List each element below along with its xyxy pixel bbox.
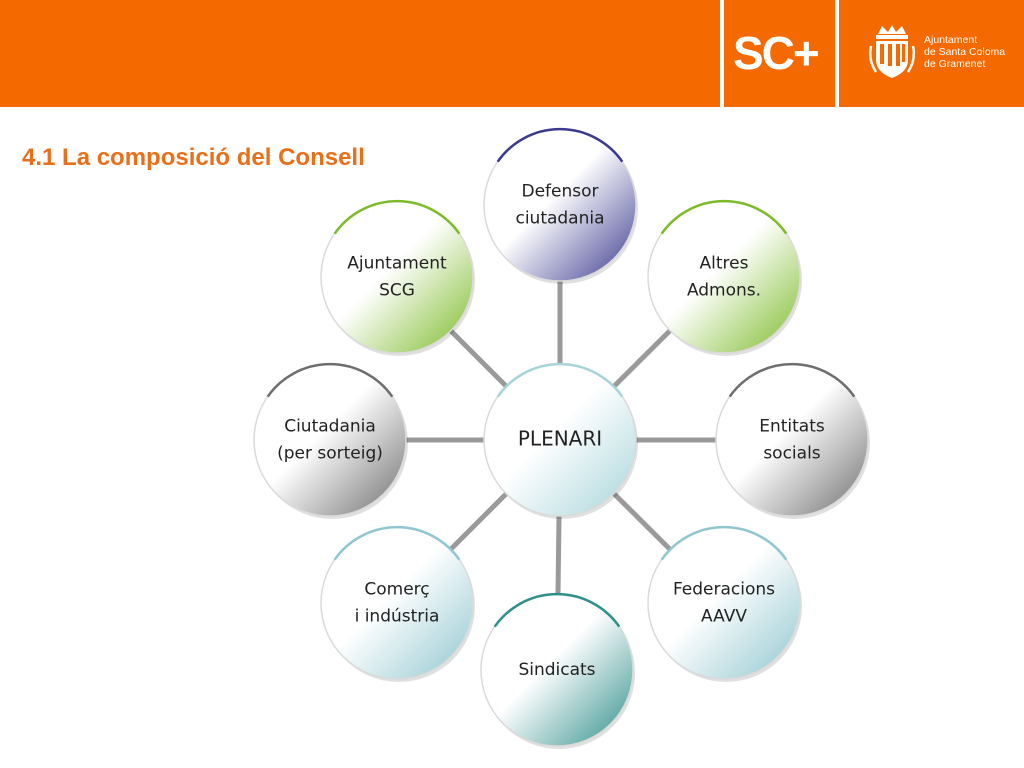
header-separator (835, 0, 839, 107)
node-entitats: Entitats socials (715, 363, 870, 519)
organization-line: Ajuntament (924, 34, 978, 46)
node-sindicats: Sindicats (480, 593, 635, 749)
node-ciutadania: Ciutadania (per sorteig) (253, 363, 408, 519)
coat-of-arms-icon (868, 25, 916, 78)
node-federacions-label: Federacions (673, 580, 775, 600)
node-comerc-label: i indústria (355, 607, 440, 627)
node-altres-label: Admons. (687, 281, 761, 301)
node-plenari: PLENARI (483, 363, 638, 519)
node-defensor-label: ciutadania (515, 209, 604, 229)
node-comerc-label: Comerç (364, 580, 429, 600)
header-separator (720, 0, 724, 107)
node-entitats-label: socials (763, 444, 820, 464)
node-comerc: Comerç i indústria (320, 526, 475, 682)
node-plenari-label: PLENARI (518, 427, 602, 451)
brand-logo: SC+ (733, 27, 820, 79)
node-defensor-label: Defensor (521, 182, 598, 202)
node-entitats-label: Entitats (759, 417, 825, 437)
node-ajuntament-label: Ajuntament (347, 254, 447, 274)
node-ciutadania-label: Ciutadania (284, 417, 376, 437)
page-title: 4.1 La composició del Consell (22, 144, 365, 171)
node-ajuntament-label: SCG (379, 281, 415, 301)
nodes: DefensorciutadaniaAltresAdmons.Entitatss… (253, 128, 870, 749)
node-defensor: Defensor ciutadania (483, 128, 638, 284)
organization-name: Ajuntament de Santa Coloma de Gramenet (924, 34, 1020, 70)
organization-line: de Santa Coloma (924, 46, 1006, 58)
organization-line: de Gramenet (924, 58, 986, 70)
node-sindicats-label: Sindicats (518, 660, 595, 680)
header-bar: SC+ Ajuntament de Santa Coloma de Gramen… (0, 0, 1024, 107)
node-ciutadania-label: (per sorteig) (277, 444, 383, 464)
node-altres-label: Altres (700, 254, 749, 274)
node-federacions-label: AAVV (701, 607, 747, 627)
